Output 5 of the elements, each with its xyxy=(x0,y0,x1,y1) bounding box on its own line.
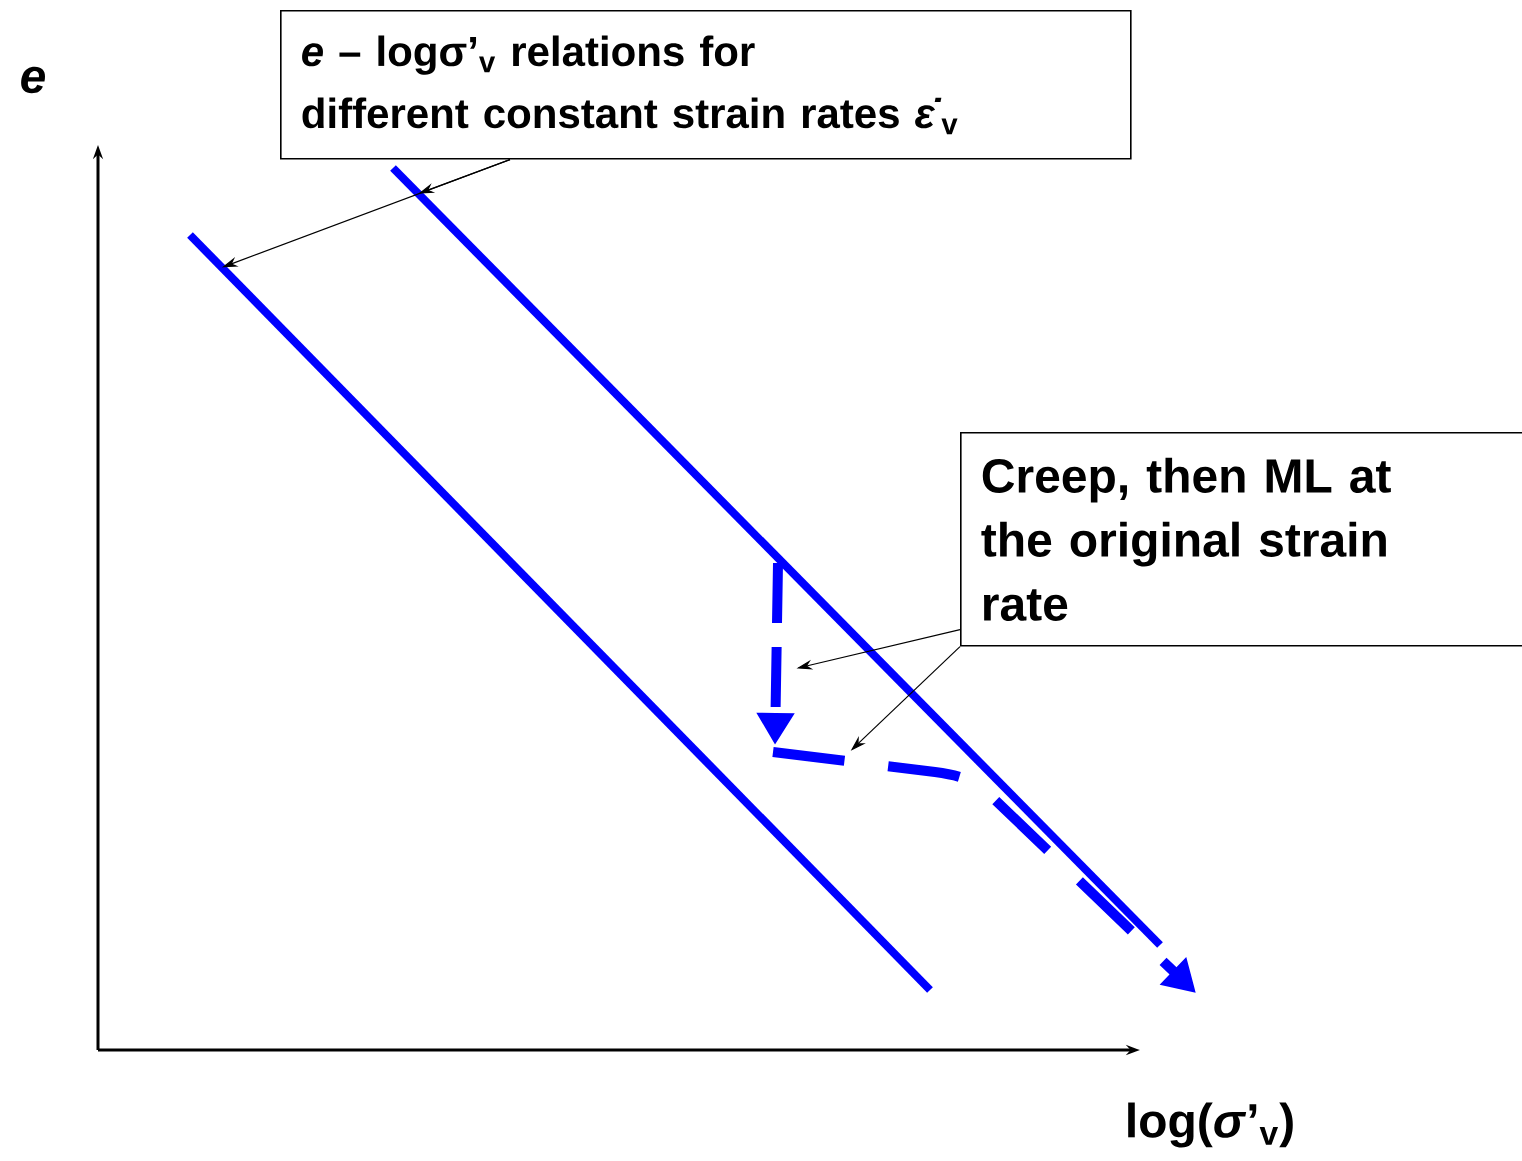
line xyxy=(187,232,933,993)
axis-label: e xyxy=(21,66,45,94)
text-box: Creep, then ML at the original strain rate xyxy=(960,432,1522,647)
axis-label: log(σ’$_{v}$) xyxy=(1128,1102,1293,1148)
text-box: e – logσ’$_{v}$ relations for different constant strain rates ε̇$_{v}$ xyxy=(280,10,1132,160)
